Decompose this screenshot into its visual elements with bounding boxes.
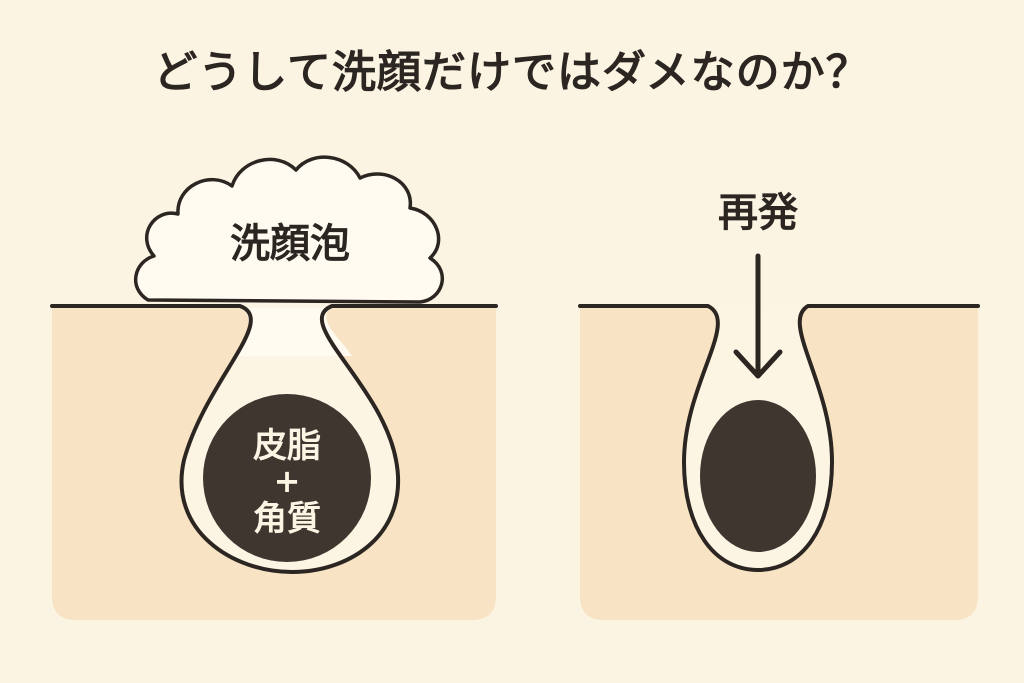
sebum-plug bbox=[203, 394, 371, 562]
foam-cloud bbox=[133, 155, 444, 304]
recurrence-label: 再発 bbox=[718, 190, 799, 236]
skin-outline-right bbox=[578, 304, 980, 572]
recurring-plug bbox=[700, 400, 816, 552]
right-panel: 再発 bbox=[578, 190, 980, 620]
skin-block-right bbox=[580, 306, 978, 620]
plug-label-line1: 皮脂 bbox=[253, 426, 321, 466]
left-panel: 洗顔泡 皮脂 + 角質 bbox=[50, 155, 498, 620]
page-title: どうして洗顔だけではダメなのか？ bbox=[153, 47, 871, 98]
plug-label-plus: + bbox=[274, 462, 301, 500]
skin-block-left bbox=[52, 306, 496, 620]
down-arrow-icon bbox=[733, 349, 783, 379]
foam-label: 洗顔泡 bbox=[230, 221, 350, 267]
plug-label-line2: 角質 bbox=[253, 499, 321, 539]
skin-outline-left bbox=[50, 304, 498, 574]
